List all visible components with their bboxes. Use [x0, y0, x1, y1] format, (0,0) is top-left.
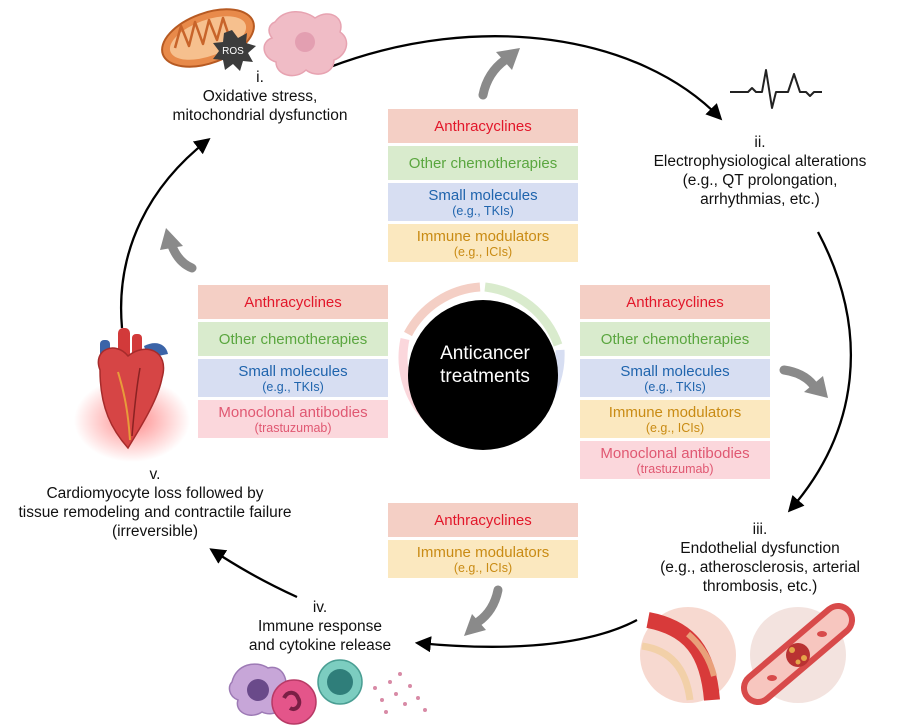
drug-name-monoclonal-antibodies: Monoclonal antibodies [218, 403, 368, 421]
drug-name-other-chemotherapies: Other chemotherapies [600, 330, 750, 348]
center-label-line1: Anticancer [440, 343, 530, 364]
cycle-arrow-i-to-ii [329, 35, 723, 121]
drug-box-monoclonal-antibodies: Monoclonal antibodies (trastuzumab) [198, 400, 388, 438]
atherosclerotic-vessel-icon [640, 607, 736, 703]
drug-name-immune-modulators: Immune modulators [416, 543, 550, 561]
stage-iv-numeral: iv. [312, 599, 328, 616]
stage-i-line2: mitochondrial dysfunction [172, 107, 348, 124]
drug-name-anthracyclines: Anthracyclines [434, 511, 532, 529]
stage-i-numeral: i. [256, 69, 264, 86]
drug-box-immune-modulators: Immune modulators (e.g., ICIs) [580, 400, 770, 438]
drug-box-immune-modulators: Immune modulators (e.g., ICIs) [388, 224, 578, 262]
drug-box-anthracyclines: Anthracyclines [580, 285, 770, 319]
cycle-arrow-iv-to-v [209, 548, 298, 599]
drug-box-anthracyclines: Anthracyclines [388, 109, 578, 143]
stage-v-line1: Cardiomyocyte loss followed by [46, 485, 264, 502]
drug-group-left: Anthracyclines Other chemotherapies Smal… [198, 285, 388, 441]
drug-name-monoclonal-antibodies: Monoclonal antibodies [600, 444, 750, 462]
stage-v-numeral: v. [149, 466, 161, 483]
drug-name-small-molecules: Small molecules [428, 186, 538, 204]
drug-note-monoclonal-antibodies: (trastuzumab) [636, 461, 714, 476]
center-disc [408, 300, 558, 450]
stage-iii-numeral: iii. [752, 521, 768, 538]
drug-name-small-molecules: Small molecules [238, 362, 348, 380]
mini-arrow-right [779, 365, 828, 398]
drug-name-small-molecules: Small molecules [620, 362, 730, 380]
drug-box-small-molecules: Small molecules (e.g., TKIs) [388, 183, 578, 221]
drug-name-immune-modulators: Immune modulators [608, 403, 742, 421]
drug-name-other-chemotherapies: Other chemotherapies [218, 330, 368, 348]
drug-box-other-chemotherapies: Other chemotherapies [580, 322, 770, 356]
stage-iv-line1: Immune response [257, 618, 383, 635]
drug-note-monoclonal-antibodies: (trastuzumab) [254, 420, 332, 435]
drug-name-immune-modulators: Immune modulators [416, 227, 550, 245]
mini-arrow-top [478, 48, 520, 100]
drug-box-monoclonal-antibodies: Monoclonal antibodies (trastuzumab) [580, 441, 770, 479]
drug-note-small-molecules: (e.g., TKIs) [452, 203, 514, 218]
drug-name-anthracyclines: Anthracyclines [626, 293, 724, 311]
drug-group-right: Anthracyclines Other chemotherapies Smal… [580, 285, 770, 482]
drug-box-immune-modulators: Immune modulators (e.g., ICIs) [388, 540, 578, 578]
drug-note-immune-modulators: (e.g., ICIs) [453, 244, 513, 259]
stage-iv-line2: and cytokine release [248, 637, 392, 654]
stage-iii-line2: (e.g., atherosclerosis, arterial [660, 559, 860, 576]
drug-box-other-chemotherapies: Other chemotherapies [388, 146, 578, 180]
drug-name-other-chemotherapies: Other chemotherapies [408, 154, 558, 172]
stage-ii-label: ii. Electrophysiological alterations (e.… [640, 133, 880, 209]
ros-label: ROS [222, 46, 244, 57]
stage-i-line1: Oxidative stress, [202, 88, 318, 105]
stage-ii-line2: (e.g., QT prolongation, [682, 172, 838, 189]
cell-nucleus [295, 32, 315, 52]
center-label-line2: treatments [440, 366, 530, 387]
stage-iv-label: iv. Immune response and cytokine release [220, 598, 420, 655]
stage-iii-line1: Endothelial dysfunction [680, 540, 840, 557]
mini-arrow-left [160, 228, 197, 273]
stage-v-label: v. Cardiomyocyte loss followed by tissue… [0, 465, 310, 541]
stage-ii-line3: arrhythmias, etc.) [700, 191, 820, 208]
stage-v-line2: tissue remodeling and contractile failur… [18, 504, 292, 521]
drug-box-small-molecules: Small molecules (e.g., TKIs) [580, 359, 770, 397]
drug-box-anthracyclines: Anthracyclines [388, 503, 578, 537]
cycle-arrow-v-to-i [120, 138, 211, 329]
drug-note-immune-modulators: (e.g., ICIs) [645, 420, 705, 435]
drug-group-top: Anthracyclines Other chemotherapies Smal… [388, 109, 578, 265]
drug-note-small-molecules: (e.g., TKIs) [644, 379, 706, 394]
stage-ii-numeral: ii. [754, 134, 766, 151]
drug-note-immune-modulators: (e.g., ICIs) [453, 560, 513, 575]
drug-name-anthracyclines: Anthracyclines [434, 117, 532, 135]
stage-iii-label: iii. Endothelial dysfunction (e.g., athe… [630, 520, 890, 596]
center-label: Anticancer treatments [405, 342, 565, 388]
cycle-arrow-iii-to-iv [414, 618, 638, 653]
drug-box-small-molecules: Small molecules (e.g., TKIs) [198, 359, 388, 397]
thrombosed-vessel-icon [741, 603, 855, 705]
drug-note-small-molecules: (e.g., TKIs) [262, 379, 324, 394]
heart-icon [74, 328, 190, 462]
mini-arrow-bottom [464, 585, 503, 636]
drug-name-anthracyclines: Anthracyclines [244, 293, 342, 311]
ecg-trace-icon [730, 69, 822, 109]
ros-burst-icon: ROS [213, 30, 256, 71]
drug-group-bottom: Anthracyclines Immune modulators (e.g., … [388, 503, 578, 581]
stage-i-label: i. Oxidative stress, mitochondrial dysfu… [130, 68, 390, 125]
cycle-arrow-ii-to-iii [787, 231, 852, 513]
drug-box-anthracyclines: Anthracyclines [198, 285, 388, 319]
immune-cells-icon [228, 659, 427, 725]
stage-ii-line1: Electrophysiological alterations [653, 153, 867, 170]
stage-iii-line3: thrombosis, etc.) [702, 578, 818, 595]
drug-box-other-chemotherapies: Other chemotherapies [198, 322, 388, 356]
stage-v-line3: (irreversible) [111, 523, 199, 540]
